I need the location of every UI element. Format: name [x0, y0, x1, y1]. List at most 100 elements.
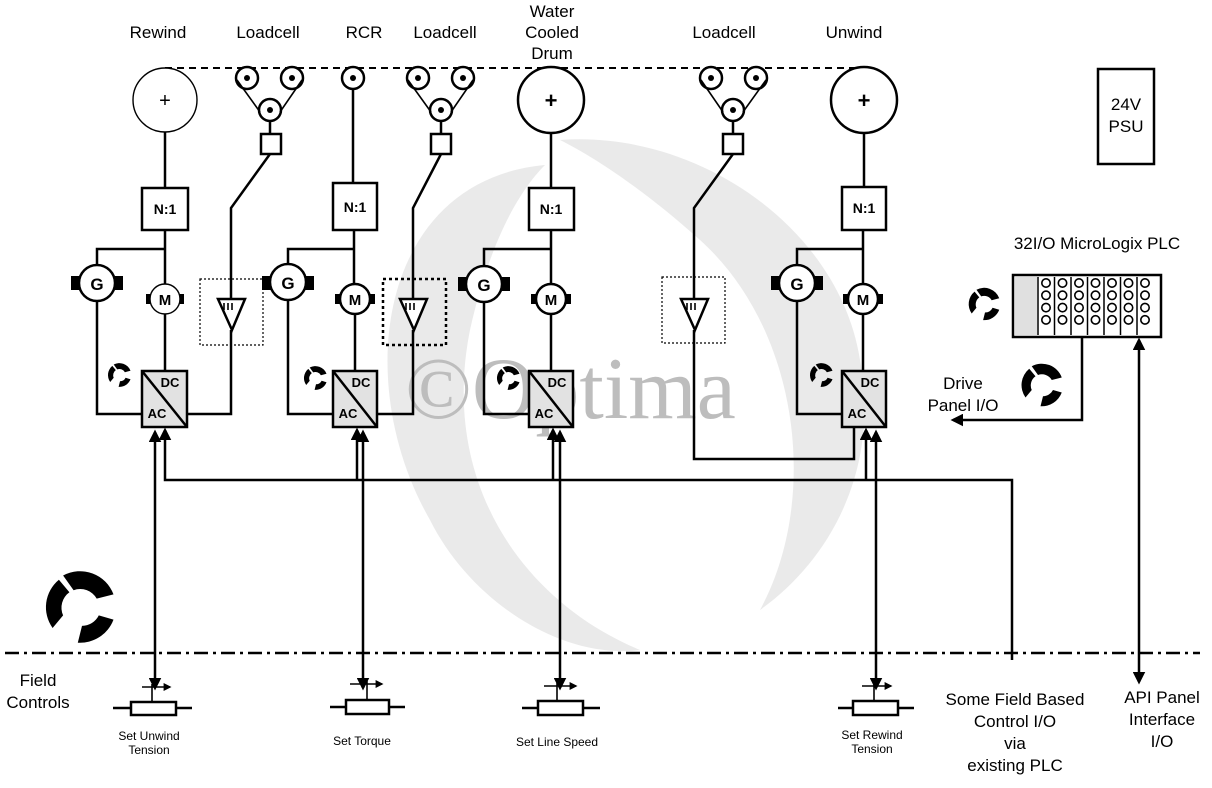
motor-unwind: M	[843, 282, 883, 316]
drive-panel-label-line2: Panel I/O	[928, 396, 999, 415]
drive-rewind: DC AC	[140, 369, 189, 429]
plc-terminal	[1140, 290, 1151, 301]
optima-logo-icon	[1021, 363, 1062, 407]
psu-box: 24V PSU	[1096, 67, 1156, 166]
plc-terminal	[1041, 290, 1052, 301]
optima-logo-large-icon	[45, 571, 114, 643]
svg-text:AC: AC	[848, 406, 867, 421]
loadcell-sensor-2	[429, 132, 453, 156]
svg-text:N:1: N:1	[853, 200, 876, 216]
svg-text:M: M	[857, 292, 870, 309]
optima-watermark: ©Optima	[387, 139, 865, 652]
plc-terminal	[1123, 290, 1134, 301]
field-io-label-line4: existing PLC	[967, 756, 1062, 775]
plc-module	[1011, 273, 1163, 339]
api-label-line1: API Panel	[1124, 688, 1200, 707]
loadcell-rollers-1	[234, 65, 305, 156]
svg-text:AC: AC	[339, 406, 358, 421]
api-label-line3: I/O	[1151, 732, 1174, 751]
plc-terminal	[1140, 302, 1151, 313]
drum-label-line1: Water	[530, 2, 575, 21]
gearbox-unwind: N:1	[840, 185, 888, 232]
generator-feedback-wires	[95, 247, 863, 416]
optima-logo-icon	[107, 363, 131, 387]
loadcell-rollers-2	[405, 65, 476, 156]
control-label-unwind-line1: Set Unwind	[118, 729, 179, 743]
plc-terminal	[1090, 277, 1101, 288]
svg-text:N:1: N:1	[154, 201, 177, 217]
svg-text:DC: DC	[548, 375, 567, 390]
potentiometer-line-speed[interactable]	[522, 682, 600, 717]
api-label-line2: Interface	[1129, 710, 1195, 729]
loadcell-label-1: Loadcell	[236, 23, 299, 42]
amplifier-2	[381, 277, 448, 347]
plc-terminal	[1057, 277, 1068, 288]
potentiometer-rewind-tension[interactable]	[838, 682, 914, 717]
svg-text:DC: DC	[161, 375, 180, 390]
plc-terminal	[1123, 277, 1134, 288]
control-label-rewind-line2: Tension	[851, 742, 892, 756]
potentiometer-unwind-tension[interactable]	[113, 683, 192, 717]
plc-terminal	[1107, 302, 1118, 313]
watermark-swirl-shape	[387, 165, 640, 652]
plc-terminal	[1090, 290, 1101, 301]
plc-terminal	[1123, 314, 1134, 325]
plc-terminal	[1074, 302, 1085, 313]
loadcell-signal-lines	[229, 153, 735, 298]
loadcell-rollers-3	[698, 65, 769, 156]
plc-terminal	[1074, 277, 1085, 288]
unwind-roll: +	[829, 65, 899, 135]
amplifier-output-wires	[187, 330, 856, 461]
motor-rewind: M	[146, 283, 184, 315]
svg-text:AC: AC	[148, 406, 167, 421]
plc-terminal	[1107, 314, 1118, 325]
rewind-label: Rewind	[130, 23, 187, 42]
plc-terminal	[1140, 277, 1151, 288]
rewind-roll-plus: +	[159, 90, 171, 112]
rcr-roller	[340, 65, 366, 91]
plc-terminal	[1074, 314, 1085, 325]
shafts	[163, 89, 866, 371]
plc-terminal	[1074, 290, 1085, 301]
control-label-rewind-line1: Set Rewind	[841, 728, 902, 742]
control-label-unwind-line2: Tension	[128, 743, 169, 757]
svg-text:N:1: N:1	[540, 201, 563, 217]
plc-terminals	[1037, 277, 1151, 335]
svg-text:DC: DC	[861, 375, 880, 390]
drive-unwind: DC AC	[840, 369, 888, 429]
field-control-lines	[148, 429, 883, 691]
plc-terminal	[1057, 302, 1068, 313]
drive-drum: DC AC	[527, 369, 575, 429]
optima-logo-icon	[303, 366, 327, 390]
plc-terminal	[1140, 314, 1151, 325]
field-io-label-line2: Control I/O	[974, 712, 1056, 731]
control-label-line-speed: Set Line Speed	[516, 735, 598, 749]
motor-rcr: M	[335, 282, 375, 316]
plc-terminal	[1057, 290, 1068, 301]
field-controls-label-line1: Field	[20, 671, 57, 690]
drum-roll: +	[516, 65, 586, 135]
loadcell-label-2: Loadcell	[413, 23, 476, 42]
svg-text:M: M	[349, 292, 362, 309]
plc-terminal	[1057, 314, 1068, 325]
psu-label-line1: 24V	[1111, 95, 1142, 114]
plc-terminal	[1107, 277, 1118, 288]
plc-label: 32I/O MicroLogix PLC	[1014, 234, 1180, 253]
svg-text:G: G	[477, 276, 490, 295]
svg-text:G: G	[90, 275, 103, 294]
drive-rcr: DC AC	[331, 369, 379, 429]
svg-text:G: G	[790, 275, 803, 294]
svg-text:M: M	[545, 292, 558, 309]
svg-text:AC: AC	[535, 406, 554, 421]
gearbox-rcr: N:1	[331, 181, 379, 232]
gearbox-drum: N:1	[527, 186, 576, 232]
rewind-roll: +	[132, 67, 198, 133]
loadcell-sensor-1	[259, 132, 283, 156]
svg-text:DC: DC	[352, 375, 371, 390]
loadcell-sensor-3	[721, 132, 745, 156]
plc-terminal	[1041, 302, 1052, 313]
potentiometer-torque[interactable]	[330, 680, 405, 716]
drum-label-line3: Drum	[531, 44, 573, 63]
drum-roll-plus: +	[545, 88, 558, 113]
